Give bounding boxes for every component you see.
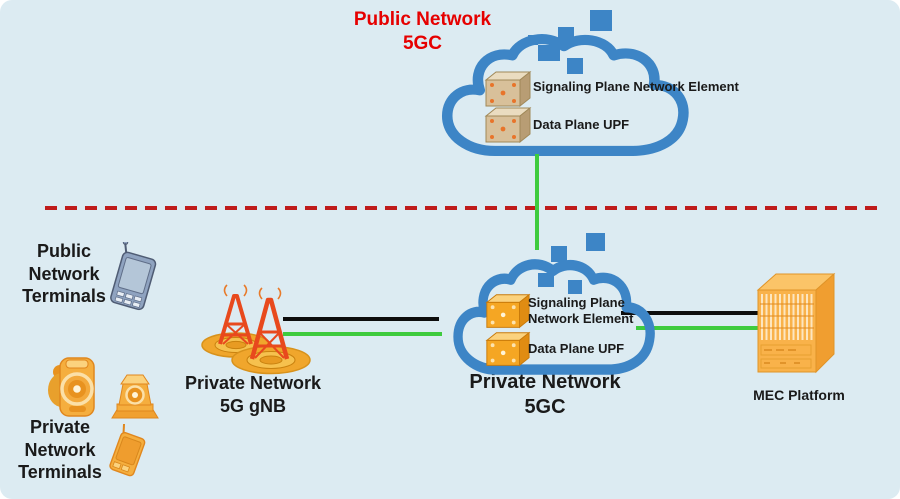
public-terminals-line1: Public — [36, 241, 91, 261]
private-network-title-line2: 5GC — [524, 396, 566, 418]
private-signaling-line2: Network Element — [528, 310, 634, 326]
radio-tower-icon — [201, 284, 311, 375]
public-network-title-line2: 5GC — [402, 32, 443, 54]
public-terminals-label: Public Network Terminals — [8, 240, 120, 308]
pda-phone-icon — [110, 242, 157, 311]
public-network-title-line1: Public Network — [353, 9, 492, 30]
link-private-to-mec-green — [636, 326, 764, 330]
gnb-label: Private Network 5G gNB — [168, 372, 338, 417]
mec-platform-label: MEC Platform — [753, 387, 845, 403]
camera-icon — [48, 357, 159, 419]
link-gnb-to-private-green — [283, 332, 442, 336]
network-element-box-icon — [484, 70, 532, 108]
private-terminals-line1: Private — [29, 417, 91, 437]
public-terminals-line2: Network — [28, 263, 100, 284]
public-private-separator-dashed-line — [45, 206, 881, 210]
gnb-label-line1: Private Network — [184, 373, 322, 393]
link-gnb-to-private-black — [283, 317, 439, 321]
upf-box-icon — [484, 106, 532, 144]
cloud-icon — [453, 259, 655, 375]
private-signaling-label: Signaling Plane Network Element — [528, 295, 633, 326]
network-element-box-icon — [485, 293, 531, 329]
upf-box-icon — [485, 331, 531, 367]
server-chassis-icon — [756, 272, 836, 374]
private-network-title-line1: Private Network — [469, 371, 621, 393]
link-public-to-private-green — [535, 154, 539, 250]
private-upf-label: Data Plane UPF — [528, 341, 625, 356]
public-signaling-label: Signaling Plane Network Element — [533, 79, 739, 94]
public-network-title: Public Network 5GC — [330, 8, 515, 56]
private-terminals-line2: Network — [24, 439, 96, 460]
pda-phone-icon — [109, 424, 146, 477]
private-signaling-line1: Signaling Plane — [528, 295, 625, 310]
private-network-title: Private Network 5GC — [455, 370, 635, 420]
private-terminals-label: Private Network Terminals — [4, 416, 116, 484]
private-terminals-line3: Terminals — [18, 462, 102, 482]
link-private-to-mec-black — [621, 311, 762, 315]
cloud-icon — [441, 34, 689, 157]
public-upf-label: Data Plane UPF — [533, 117, 630, 132]
public-terminals-line3: Terminals — [22, 286, 106, 306]
gnb-label-line2: 5G gNB — [219, 395, 286, 416]
